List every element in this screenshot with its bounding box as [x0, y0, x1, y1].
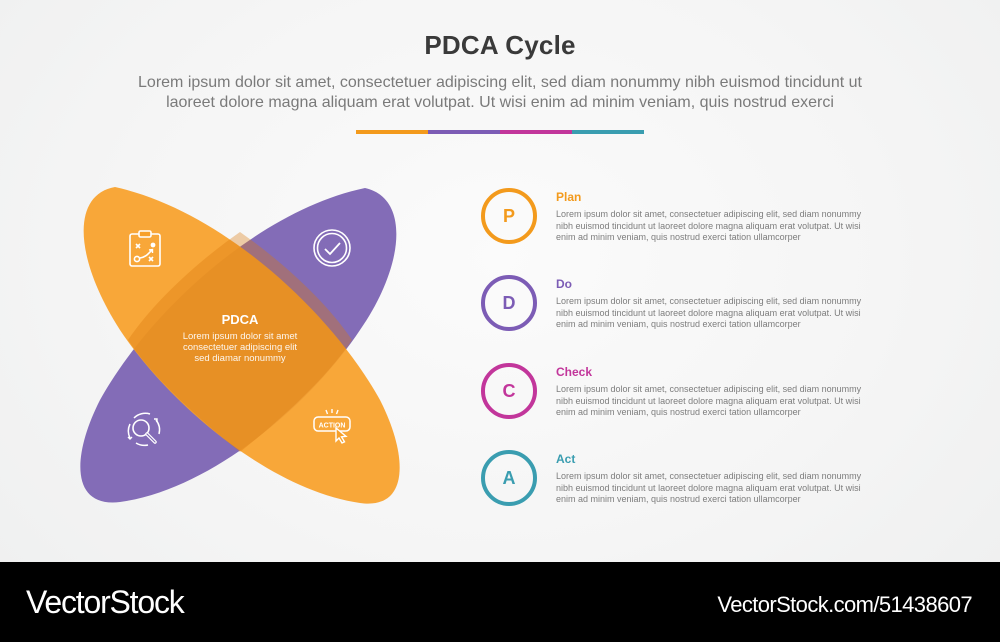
center-text-line-2: consectetuer adipiscing elit	[182, 342, 298, 353]
step-letter-circle: P	[481, 188, 537, 244]
action-button-icon: ACTION	[313, 409, 351, 444]
step-title: Check	[556, 365, 593, 379]
step-text-line: Lorem ipsum dolor sit amet, consectetuer…	[556, 209, 862, 219]
step-letter-circle: D	[481, 275, 537, 331]
step-do: D Do Lorem ipsum dolor sit amet, consect…	[478, 272, 928, 342]
strategy-clipboard-icon	[129, 230, 161, 267]
petal-shapes	[80, 187, 400, 504]
step-description: Lorem ipsum dolor sit amet, consectetuer…	[556, 209, 926, 244]
divider-segment-plan	[356, 130, 428, 134]
step-description: Lorem ipsum dolor sit amet, consectetuer…	[556, 384, 926, 419]
watermark-footer: VectorStock VectorStock.com/51438607	[0, 562, 1000, 642]
step-text-line: enim ad minim veniam, quis nostrud exerc…	[556, 232, 801, 242]
divider-segment-do	[428, 130, 500, 134]
step-text-line: nibh euismod tincidunt ut laoreet dolore…	[556, 220, 861, 231]
step-text-line: Lorem ipsum dolor sit amet, consectetuer…	[556, 384, 862, 394]
center-text-line-3: sed diamar nonummy	[194, 353, 286, 364]
pdca-petal-diagram: ACTION PDCA Lorem ipsum dolor sit amet c…	[60, 170, 420, 510]
step-text-line: enim ad minim veniam, quis nostrud exerc…	[556, 319, 801, 329]
overlap-region	[128, 232, 352, 452]
step-text-line: enim ad minim veniam, quis nostrud exerc…	[556, 407, 801, 417]
step-check: C Check Lorem ipsum dolor sit amet, cons…	[478, 360, 928, 430]
step-description: Lorem ipsum dolor sit amet, consectetuer…	[556, 296, 926, 331]
center-text-line-1: Lorem ipsum dolor sit amet	[182, 331, 298, 342]
subtitle-line-1: Lorem ipsum dolor sit amet, consectetuer…	[138, 74, 862, 91]
step-text-line: enim ad minim veniam, quis nostrud exerc…	[556, 494, 801, 504]
page-subtitle: Lorem ipsum dolor sit amet, consectetuer…	[60, 73, 940, 113]
step-letter-circle: A	[481, 450, 537, 506]
search-cycle-icon	[127, 412, 161, 447]
divider-segment-act	[572, 130, 644, 134]
svg-text:ACTION: ACTION	[319, 423, 346, 430]
step-text-line: nibh euismod tincidunt ut laoreet dolore…	[556, 307, 861, 318]
orange-petal	[83, 187, 400, 504]
step-title: Plan	[556, 190, 582, 204]
center-title: PDCA	[221, 312, 259, 327]
step-text-line: nibh euismod tincidunt ut laoreet dolore…	[556, 482, 861, 493]
step-title: Act	[556, 452, 576, 466]
subtitle-line-2: laoreet dolore magna aliquam erat volutp…	[166, 94, 834, 111]
center-label: PDCA Lorem ipsum dolor sit amet consecte…	[155, 312, 325, 364]
step-letter-circle: C	[481, 363, 537, 419]
step-plan: P Plan Lorem ipsum dolor sit amet, conse…	[478, 185, 928, 255]
step-text-line: Lorem ipsum dolor sit amet, consectetuer…	[556, 296, 862, 306]
step-text-line: nibh euismod tincidunt ut laoreet dolore…	[556, 395, 861, 406]
divider-segment-check	[500, 130, 572, 134]
step-act: A Act Lorem ipsum dolor sit amet, consec…	[478, 447, 928, 517]
step-title: Do	[556, 277, 572, 291]
color-divider	[356, 130, 644, 134]
infographic-canvas: PDCA Cycle Lorem ipsum dolor sit amet, c…	[60, 30, 940, 517]
page-title: PDCA Cycle	[424, 30, 576, 60]
step-text-line: Lorem ipsum dolor sit amet, consectetuer…	[556, 471, 862, 481]
step-description: Lorem ipsum dolor sit amet, consectetuer…	[556, 471, 926, 506]
footer-brand: VectorStock	[26, 584, 185, 620]
footer-url: VectorStock.com/51438607	[717, 592, 972, 617]
check-circle-icon	[313, 229, 351, 267]
